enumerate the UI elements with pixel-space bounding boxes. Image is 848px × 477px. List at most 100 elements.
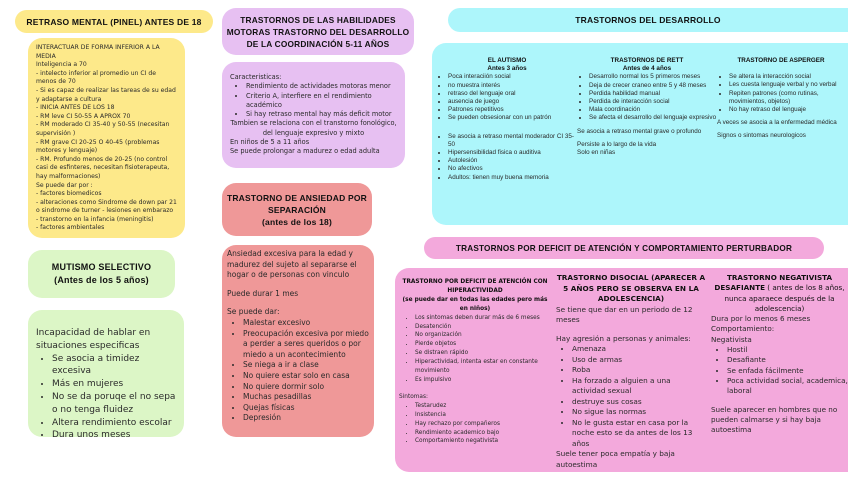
list-item: Se distraen rápido xyxy=(415,349,551,358)
bullet-list: Los sintomas deben durar más de 6 mesesD… xyxy=(399,314,551,385)
column-heading: TRASTORNO DE ASPERGER xyxy=(717,57,845,65)
text-line: Negativista xyxy=(711,334,752,344)
column-heading-text: TRASTORNO NEGATIVISTA xyxy=(726,273,833,282)
list-item: Repiten patrones (como rutinas, movimien… xyxy=(729,90,845,106)
motoras-body: Caracteristicas:Rendimiento de actividad… xyxy=(222,62,405,168)
ansiedad-title: TRASTORNO DE ANSIEDAD POR SEPARACIÓN (an… xyxy=(222,183,372,236)
list-item: Pierde objetos xyxy=(415,340,551,349)
list-item: Desafiante xyxy=(727,355,848,365)
mutismo-subtitle: (Antes de los 5 años) xyxy=(54,275,149,285)
list-item: Se asocia a timidez excesiva xyxy=(52,353,176,379)
text-line: Ansiedad excesiva para la edad y madurez… xyxy=(227,249,357,280)
text-line: Tambien se relaciona con el transtorno f… xyxy=(230,119,397,137)
list-item: Perdida de interacción social xyxy=(589,98,717,106)
text-line: Caracteristicas: xyxy=(230,73,282,81)
desarrollo-title-text: TRASTORNOS DEL DESARROLLO xyxy=(575,15,721,25)
list-item: Testarudez xyxy=(415,402,551,411)
bullet-list: HostilDesafianteSe enfada fácilmentePoca… xyxy=(711,345,848,396)
spacer xyxy=(711,397,848,405)
list-item: Rendimiento de actividades motoras menor xyxy=(246,82,397,91)
list-item: Más en mujeres xyxy=(52,378,176,391)
list-item: Poca actividad social, academica, labora… xyxy=(727,376,848,397)
text-line: Se puede dar: xyxy=(227,307,280,317)
list-item: Adultos: tienen muy buena memoria xyxy=(448,174,578,182)
ansiedad-body: Ansiedad excesiva para la edad y madurez… xyxy=(222,245,374,437)
text-line: - intelecto inferior al promedio un CI d… xyxy=(36,69,157,86)
text-line: Dura por lo menos 6 meses xyxy=(711,314,811,324)
text-line: Solo en niñas xyxy=(577,149,616,157)
text-line: - RM. Profundo menos de 20-25 (no contro… xyxy=(36,155,170,180)
text-line: - RM moderado CI 35-40 y 50-55 (necesita… xyxy=(36,121,170,137)
bullet-list: AmenazaUso de armasRobaHa forzado a algu… xyxy=(556,344,706,449)
list-item: Malestar excesivo xyxy=(243,318,370,329)
retraso-body: INTERACTUAR DE FORMA INFERIOR A LA MEDIA… xyxy=(28,38,185,238)
list-item: Uso de armas xyxy=(572,355,706,366)
list-item: Desatención xyxy=(415,323,551,332)
list-item: Muchas pesadillas xyxy=(243,392,370,403)
text-line: - transtorno en la infancia (meningitis) xyxy=(36,215,154,223)
column-heading-text: EL AUTISMO xyxy=(487,57,527,64)
list-item: Hay rechazo por compañeros xyxy=(415,420,551,429)
list-item: Rendimiento academico bajo xyxy=(415,429,551,438)
list-item: Desarrollo normal los 5 primeros meses xyxy=(589,73,717,81)
column-heading: EL AUTISMO xyxy=(436,57,578,65)
spacer xyxy=(227,281,370,289)
text-line: Suele tener poca empatía y baja autoesti… xyxy=(556,449,675,469)
list-item: Roba xyxy=(572,365,706,376)
spacer xyxy=(399,385,551,393)
ansiedad-title-text: TRASTORNO DE ANSIEDAD POR SEPARACIÓN xyxy=(226,192,368,215)
column-heading-text-2: DESAFIANTE xyxy=(714,283,766,293)
text-line: - alteraciones como Sindrome de down par… xyxy=(36,198,177,215)
desarrollo-title: TRASTORNOS DEL DESARROLLO xyxy=(448,8,848,32)
column-heading-note: ( antes de los 8 años, nunca aparaece de… xyxy=(724,283,845,313)
text-line: Comportamiento: xyxy=(711,324,775,334)
column-body: Los sintomas deben durar más de 6 mesesD… xyxy=(399,314,551,447)
bullet-list: Poca interaciión socialno muestra interé… xyxy=(436,73,578,122)
bullet-list: Se asocia a retraso mental moderador CI … xyxy=(436,133,578,182)
deficit-title-text: TRASTORNOS POR DEFICIT DE ATENCIÓN Y COM… xyxy=(455,243,793,253)
list-item: Insistencia xyxy=(415,411,551,420)
list-item: Comportamiento negativista xyxy=(415,437,551,446)
text-line: Se asocia a retraso mental grave o profu… xyxy=(577,127,702,135)
list-item: Hipersensibilidad fisica o auditiva xyxy=(448,149,578,157)
list-item: destruye sus cosas xyxy=(572,397,706,408)
column-heading-text: TRASTORNO POR DEFICIT DE ATENCIÓN CON HI… xyxy=(402,279,548,294)
list-item: No se da poruqe el no sepa o no tenga fl… xyxy=(52,391,176,417)
list-item: Hostil xyxy=(727,345,848,355)
list-item: Amenaza xyxy=(572,344,706,355)
column-body: Desarrollo normal los 5 primeros mesesDe… xyxy=(577,73,717,157)
text-line: - factores ambientales xyxy=(36,224,105,232)
text-line: - RM grave CI 20-25 O 40-45 (problemas m… xyxy=(36,138,160,155)
list-item: Quejas físicas xyxy=(243,403,370,414)
bullet-list: Malestar excesivoPreocupación excesiva p… xyxy=(227,318,370,424)
list-item: Perdida habilidad manual xyxy=(589,90,717,98)
text-line: INTERACTUAR DE FORMA INFERIOR A LA MEDIA xyxy=(36,44,160,60)
list-item: Depresión xyxy=(243,413,370,424)
text-line: - Si es capaz de realizar las tareas de … xyxy=(36,86,176,103)
list-item: Es impulsivo xyxy=(415,376,551,385)
list-item: Se niega a ir a clase xyxy=(243,360,370,371)
list-item: No quiere dormir solo xyxy=(243,382,370,393)
bullet-list: Se asocia a timidez excesivaMás en mujer… xyxy=(36,353,176,443)
list-item: Se enfada fácilmente xyxy=(727,366,848,376)
ansiedad-subtitle: (antes de los 18) xyxy=(261,216,332,227)
column-heading-text: TRASTORNO DISOCIAL (APARECER A 5 AÑOS PE… xyxy=(556,273,706,303)
retraso-title-text: RETRASO MENTAL (PINEL) ANTES DE 18 xyxy=(26,16,202,27)
tdah-column: TRASTORNO POR DEFICIT DE ATENCIÓN CON HI… xyxy=(399,278,551,446)
bullet-list: TestarudezInsistenciaHay rechazo por com… xyxy=(399,402,551,447)
text-line: Puede durar 1 mes xyxy=(227,288,299,298)
list-item: Los sintomas deben durar más de 6 meses xyxy=(415,314,551,323)
list-item: no muestra interés xyxy=(448,82,578,90)
text-line: A veces se asocia a la enfermedad médica xyxy=(717,119,837,127)
list-item: Les cuesta lenguaje verbal y no verbal xyxy=(729,81,845,89)
list-item: Preocupación excesiva por miedo a perder… xyxy=(243,329,370,361)
list-item: Poca interaciión social xyxy=(448,73,578,81)
column-body: Se tiene que dar en un periodo de 12 mes… xyxy=(556,305,706,471)
list-item: Criterio A, interfiere en el rendimiento… xyxy=(246,92,397,111)
text-line: Se puede prolongar a madurez o edad adul… xyxy=(230,147,380,156)
